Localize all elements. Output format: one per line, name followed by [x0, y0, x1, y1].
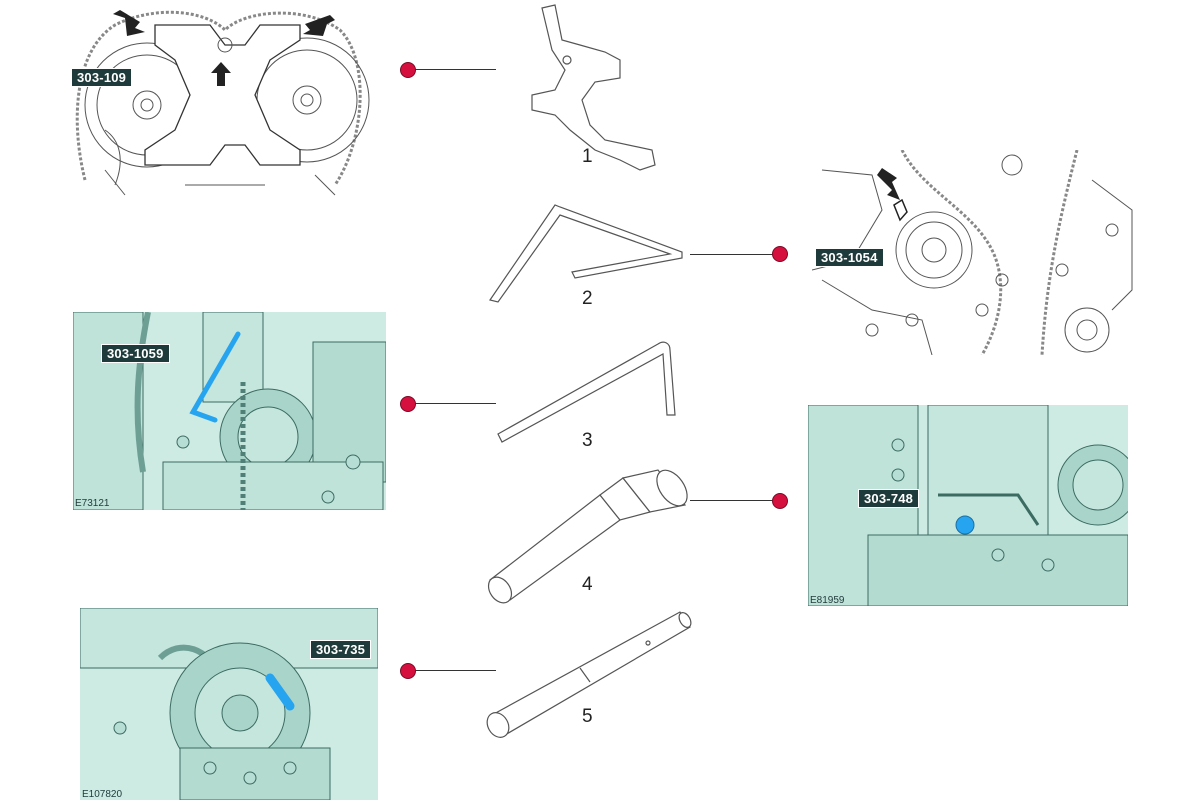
marker-dot-2 — [772, 246, 788, 262]
tool-4-alignment-pin — [487, 469, 688, 604]
engine-render-2 — [808, 405, 1128, 606]
panel-tensioner-locking-pin: 303-1054 — [812, 150, 1142, 355]
tool-5-locking-pin — [486, 611, 692, 738]
panel-flywheel-locking-pin: 303-735 E107820 — [80, 608, 378, 800]
special-tools-column — [486, 4, 692, 738]
figure-reference: E81959 — [810, 595, 845, 606]
panel-crankshaft-timing-pin: 303-1059 E73121 — [73, 312, 386, 510]
tool-1-number: 1 — [582, 146, 593, 167]
connector-line-3 — [414, 403, 496, 404]
connector-line-2 — [690, 254, 782, 255]
connector-line-1 — [414, 69, 496, 70]
marker-dot-1 — [400, 62, 416, 78]
marker-dot-3 — [400, 396, 416, 412]
tool-code-tag: 303-109 — [71, 68, 133, 87]
connector-line-5 — [414, 670, 496, 671]
tool-code-tag: 303-735 — [310, 640, 372, 659]
marker-dot-5 — [400, 663, 416, 679]
engine-render-3 — [80, 608, 378, 800]
engine-render-1 — [73, 312, 386, 510]
tensioner-drawing — [812, 150, 1133, 355]
tool-3-number: 3 — [582, 430, 593, 451]
marker-dot-4 — [772, 493, 788, 509]
panel-camshaft-locking-tool: 303-109 — [65, 0, 370, 205]
tool-5-number: 5 — [582, 706, 593, 727]
tool-code-tag: 303-1059 — [101, 344, 170, 363]
tool-2-number: 2 — [582, 288, 593, 309]
tool-3-timing-pin — [497, 341, 676, 443]
figure-reference: E73121 — [75, 498, 110, 509]
tool-1-locking-plate — [531, 4, 656, 171]
connector-line-4 — [690, 500, 782, 501]
tool-code-tag: 303-1054 — [815, 248, 884, 267]
figure-reference: E107820 — [82, 789, 123, 800]
tool-2-locking-pin — [489, 204, 683, 303]
tool-code-tag: 303-748 — [858, 489, 920, 508]
tool-4-number: 4 — [582, 574, 593, 595]
panel-camshaft-alignment-tool: 303-748 E81959 — [808, 405, 1128, 606]
camshaft-pulleys-drawing — [75, 10, 370, 196]
